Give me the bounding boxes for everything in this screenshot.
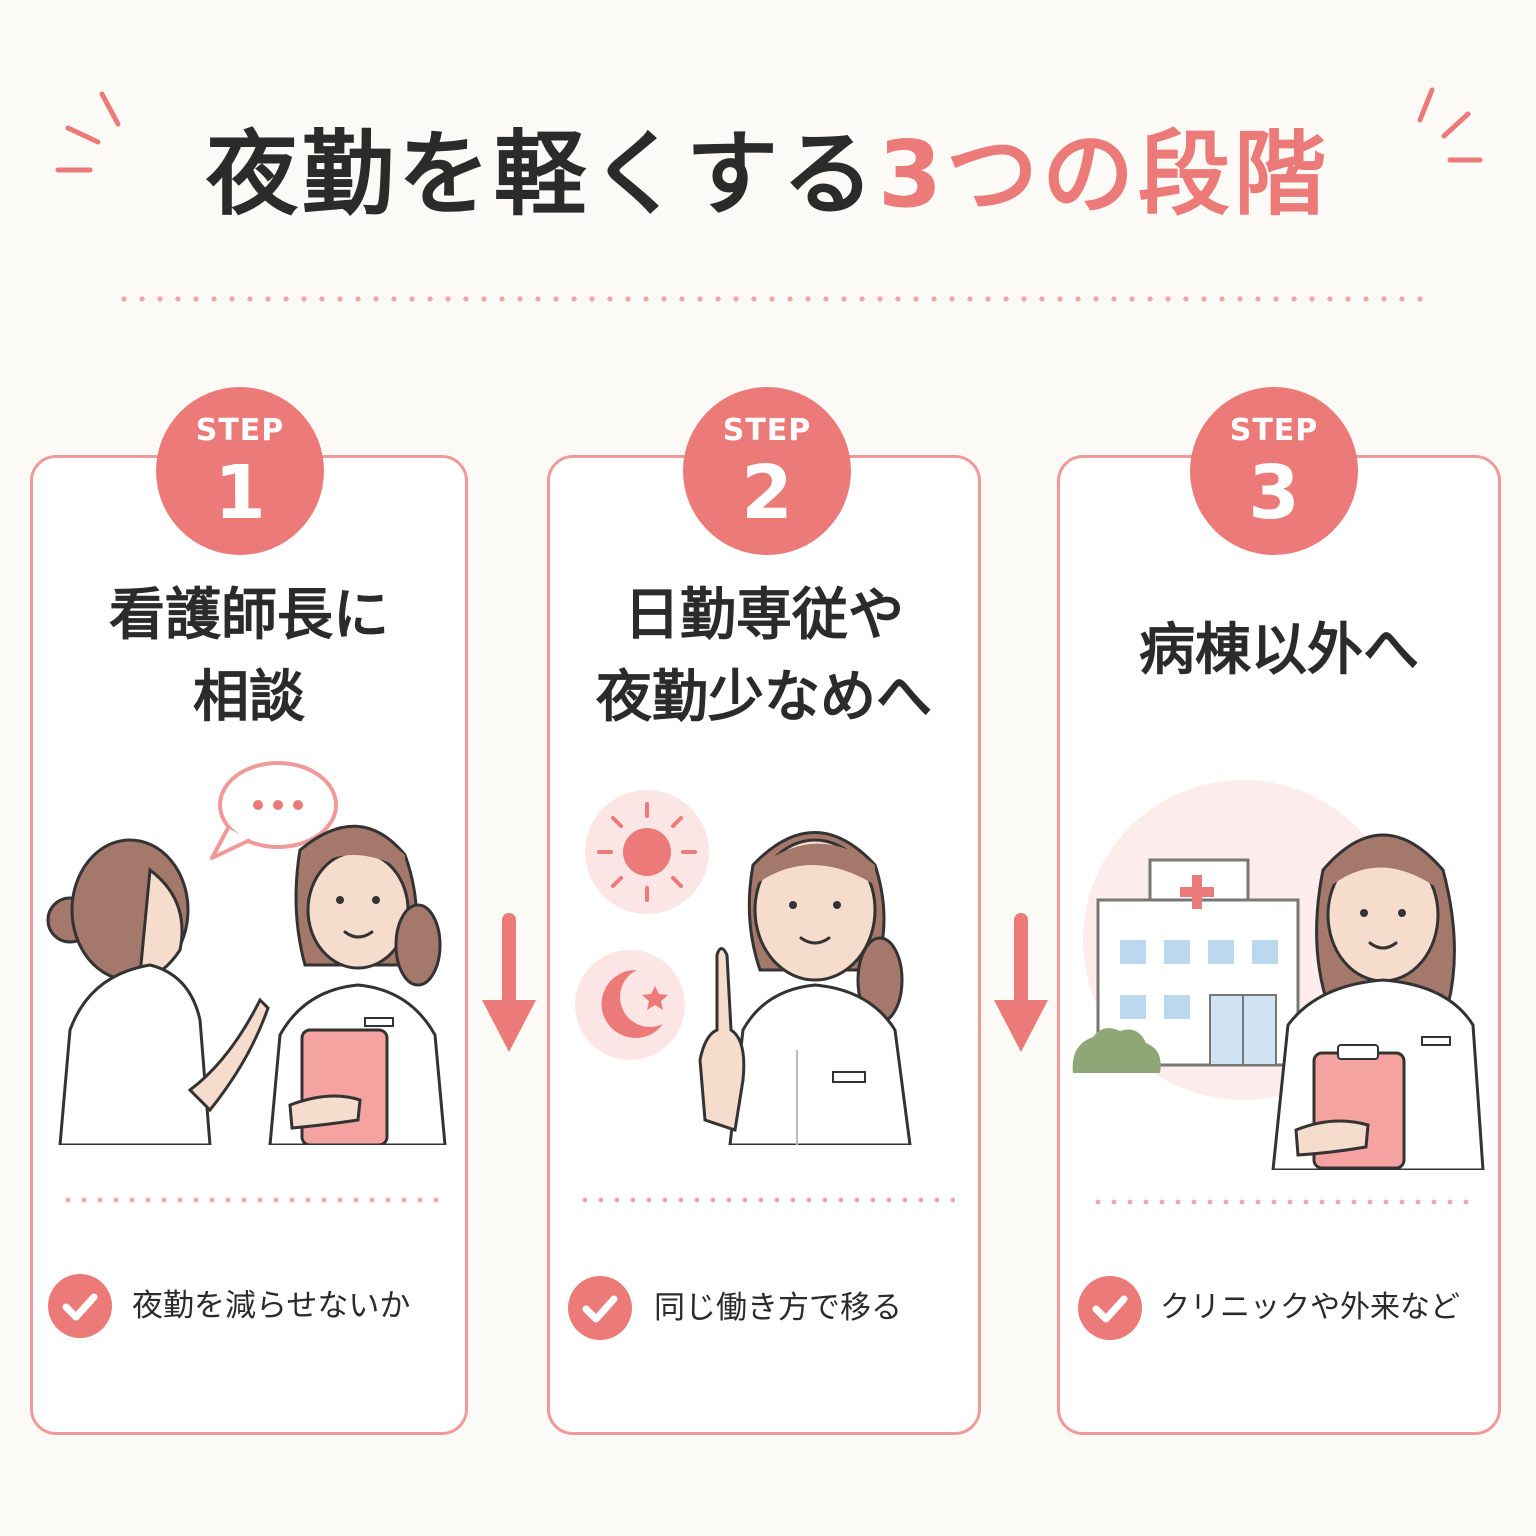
arrow-down-icon [994,913,1048,1052]
step-number: 2 [741,450,793,536]
step-label: STEP [195,413,285,448]
nurse-with-sun-and-moon-illustration [575,790,912,1145]
step-number: 1 [214,450,266,536]
card-divider-2 [577,1197,955,1203]
step-heading-2: 日勤専従や 夜勤少なめへ [596,583,932,730]
check-icon [48,1274,112,1338]
card-divider-3 [1090,1199,1474,1205]
step-label: STEP [1229,413,1319,448]
step-heading-1: 看護師長に 相談 [109,583,389,730]
step-note-3: クリニックや外来など [1160,1290,1460,1325]
nurse-with-clinic-building-illustration [1072,780,1485,1170]
page-title: 夜勤を軽くする3つの段階 [0,120,1536,230]
step-badge-1: STEP 1 [156,387,324,555]
two-nurses-talking-illustration [46,761,447,1145]
title-divider [115,296,1425,302]
step-badge-2: STEP 2 [683,387,851,555]
check-icon [568,1276,632,1340]
card-divider-1 [60,1197,440,1203]
step-note-2: 同じ働き方で移る [654,1290,902,1326]
step-badge-3: STEP 3 [1190,387,1358,555]
step-label: STEP [722,413,812,448]
burst-right-icon [1417,87,1483,163]
title-accent: 3つの段階 [878,121,1331,228]
step-note-1: 夜勤を減らせないか [132,1288,411,1324]
check-icon [1078,1276,1142,1340]
step-heading-3: 病棟以外へ [1139,618,1419,683]
step-number: 3 [1248,450,1300,536]
title-main: 夜勤を軽くする [205,121,878,228]
arrow-down-icon [482,913,536,1052]
burst-left-icon [55,91,121,173]
